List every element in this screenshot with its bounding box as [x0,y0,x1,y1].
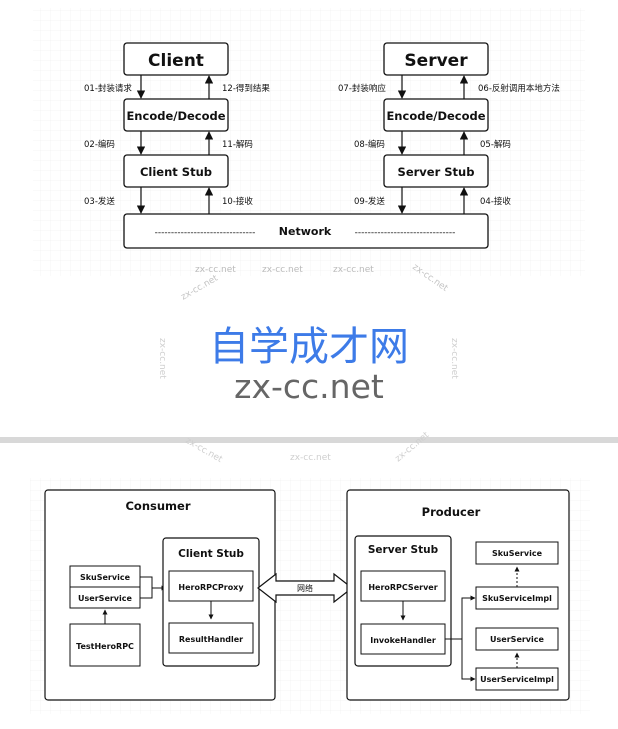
watermark-area: zx-cc.net zx-cc.net zx-cc.net zx-cc.net … [157,262,459,406]
step-12-label: 12-得到结果 [222,83,270,94]
server-side-arrows [397,75,469,214]
step-labels: 01-封装请求 02-编码 03-发送 12-得到结果 11-解码 10-接收 … [84,83,560,207]
watermark-url: zx-cc.net [234,367,384,406]
producer-sku-service-label: SkuService [492,549,543,558]
faint-watermark-9: zx-cc.net [290,453,331,463]
faint-watermark-3: zx-cc.net [333,265,374,275]
step-01-label: 01-封装请求 [84,83,132,94]
step-09-label: 09-发送 [354,196,385,207]
client-side-arrows [136,75,214,214]
producer-label: Producer [422,505,481,519]
network-dash-right: ------------------------------- [355,228,456,238]
producer-user-service-box: UserService [475,627,559,651]
faint-watermark-1: zx-cc.net [195,265,236,275]
step-06-label: 06-反射调用本地方法 [478,83,560,94]
invoke-handler-box: InvokeHandler [360,623,446,655]
network-label: Network [279,225,332,238]
bottom-diagram: Consumer SkuService UserService TestHero… [30,478,590,714]
result-handler-box: ResultHandler [168,622,254,654]
section-divider [0,437,618,443]
faint-watermark-2: zx-cc.net [262,265,303,275]
step-02-label: 02-编码 [84,139,115,150]
hero-rpc-proxy-box: HeroRPCProxy [168,570,254,602]
watermark-title: 自学成才网 [209,324,409,370]
step-07-label: 07-封装响应 [338,83,386,94]
server-stub-box: Server Stub [383,154,489,188]
encode-decode-right-label: Encode/Decode [386,109,485,123]
user-service-connector [140,588,153,599]
invoke-to-sku-impl-line [445,597,472,640]
encode-decode-left-label: Encode/Decode [126,109,225,123]
consumer-user-service: UserService [78,594,132,603]
user-service-impl-label: UserServiceImpl [480,675,554,684]
invoke-to-user-impl-line [461,639,472,680]
faint-watermark-6: zx-cc.net [157,338,167,379]
producer-sku-service-box: SkuService [475,541,559,565]
client-stub-box: Client Stub [123,154,229,188]
client-label: Client [148,51,204,71]
network-box: ------------------------------- Network … [123,213,489,249]
client-box: Client [123,42,229,76]
service-interfaces-group: SkuService UserService [69,565,141,609]
hero-rpc-server-label: HeroRPCServer [368,583,437,592]
server-stub-title: Server Stub [368,544,439,556]
producer-user-service-label: UserService [490,635,544,644]
faint-watermark-7: zx-cc.net [449,338,459,379]
step-11-label: 11-解码 [222,139,253,150]
test-hero-rpc-label: TestHeroRPC [76,642,134,651]
network-dash-left: ------------------------------- [155,228,256,238]
server-label: Server [404,51,468,71]
result-handler-label: ResultHandler [179,635,243,644]
encode-decode-right-box: Encode/Decode [383,98,489,132]
server-stub-label: Server Stub [398,165,475,179]
faint-watermark-4: zx-cc.net [180,273,221,302]
step-05-label: 05-解码 [480,139,511,150]
hero-rpc-server-box: HeroRPCServer [360,570,446,602]
client-stub-label: Client Stub [140,165,212,179]
consumer-sku-service: SkuService [80,573,131,582]
step-08-label: 08-编码 [354,139,385,150]
invoke-handler-label: InvokeHandler [370,636,436,645]
consumer-label: Consumer [125,499,190,513]
step-04-label: 04-接收 [480,196,511,207]
sku-service-impl-box: SkuServiceImpl [475,586,559,610]
client-stub-title: Client Stub [178,548,244,560]
sku-service-impl-label: SkuServiceImpl [482,594,552,603]
test-hero-rpc-box: TestHeroRPC [69,623,141,667]
step-10-label: 10-接收 [222,196,253,207]
top-diagram: Client Encode/Decode Client Stub Server … [33,8,585,276]
user-service-impl-box: UserServiceImpl [475,667,559,691]
server-box: Server [383,42,489,76]
step-03-label: 03-发送 [84,196,115,207]
encode-decode-left-box: Encode/Decode [123,98,229,132]
hero-rpc-proxy-label: HeroRPCProxy [178,583,244,592]
faint-watermark-10: zx-cc.net [394,430,432,464]
network-arrow-label: 网络 [297,583,313,593]
